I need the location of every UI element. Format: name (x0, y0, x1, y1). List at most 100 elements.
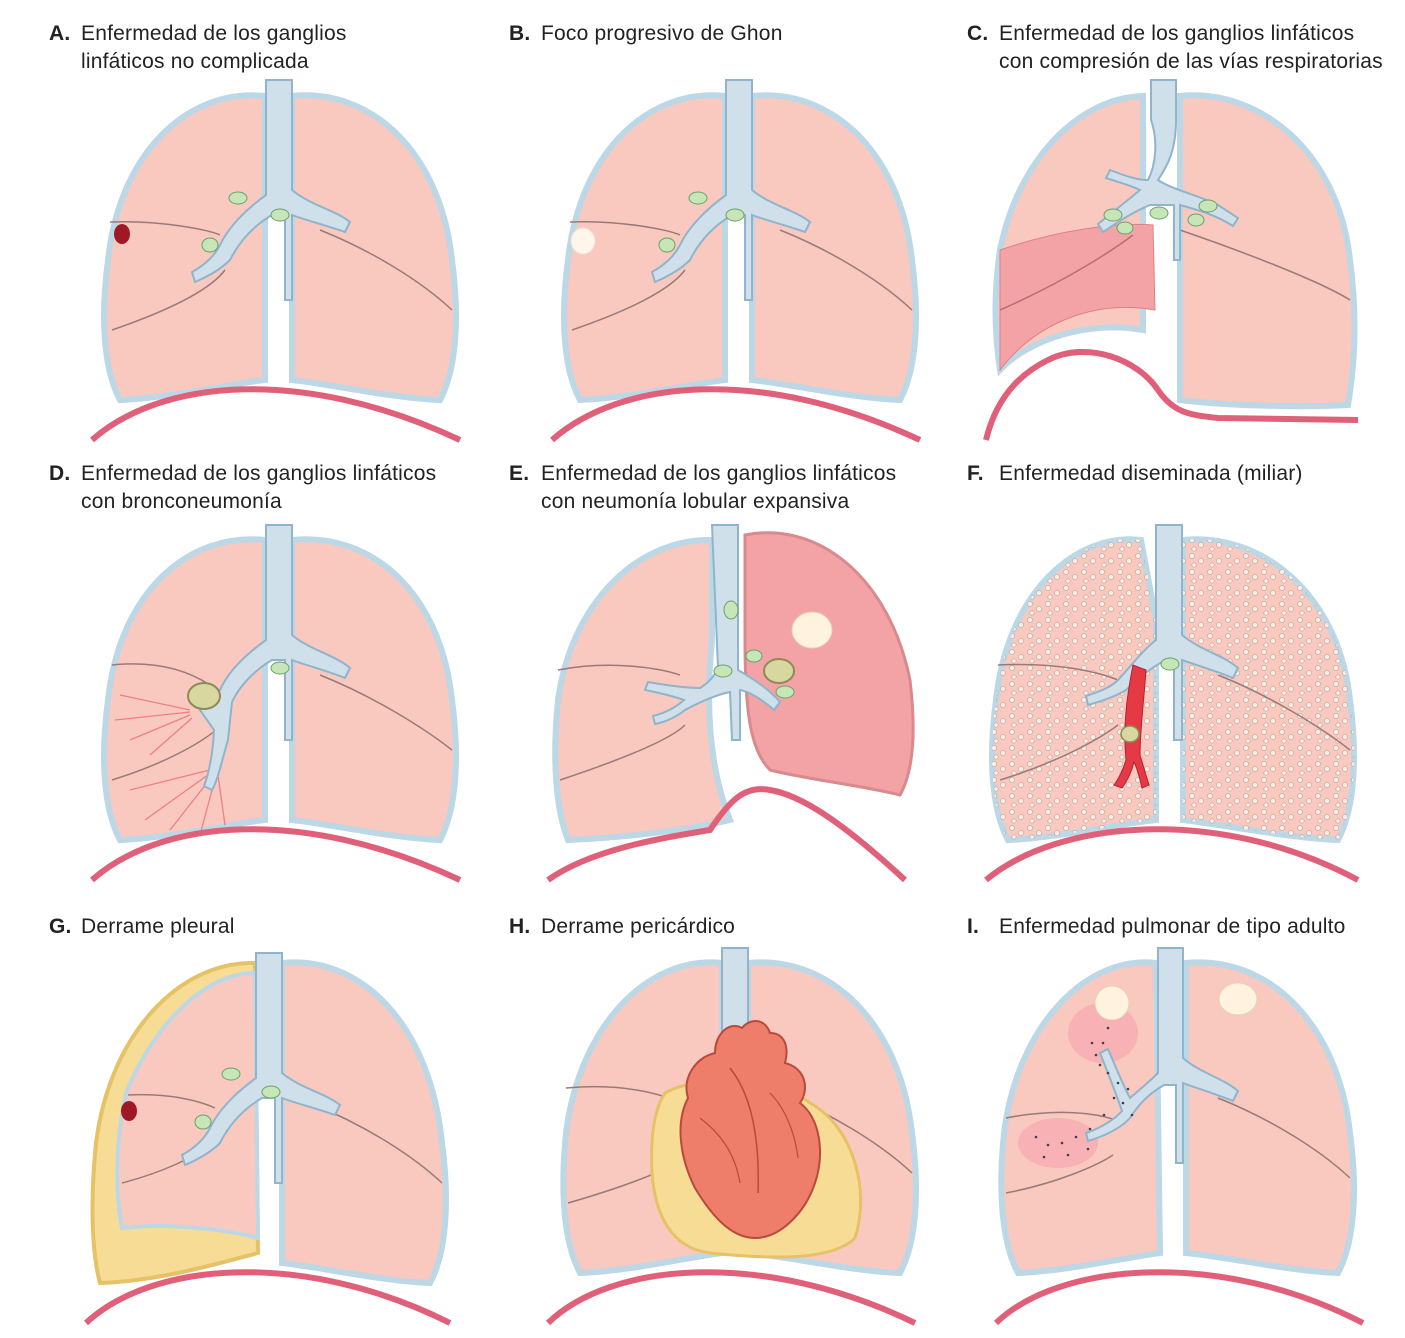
diaphragm (546, 786, 908, 883)
caption-line-1: Enfermedad pulmonar de tipo adulto (999, 915, 1346, 938)
caption-g: G. Derrame pleural (49, 913, 469, 941)
lymph-node-icon (1103, 208, 1123, 222)
panel-letter: C. (967, 22, 989, 45)
lymph-node-icon (658, 237, 676, 253)
lymph-node-icon (261, 1085, 281, 1099)
cavity (1218, 982, 1258, 1016)
diaphragm (550, 386, 922, 443)
lymph-node-icon (270, 661, 290, 675)
diaphragm (83, 1269, 452, 1326)
lymph-node-icon (725, 208, 745, 222)
diaphragm (993, 1269, 1365, 1326)
lungs-icon (989, 536, 1357, 844)
bronchogenic-spread (1034, 1026, 1134, 1159)
caption-line-1: Enfermedad de los ganglios linfáticos (999, 22, 1355, 45)
lymph-node-icon (745, 649, 763, 663)
panel-e: E. Enfermedad de los ganglios linfáticos… (460, 440, 920, 885)
caption-c: C. Enfermedad de los ganglios linfáticos… (967, 20, 1387, 76)
caption-line-1: Derrame pleural (81, 915, 235, 938)
trachea-icon (1096, 79, 1240, 261)
panel-h: H. Derrame pericárdico (460, 893, 920, 1338)
ghon-focus-icon (114, 224, 130, 244)
caption-line-2: con bronconeumonía (81, 490, 282, 513)
lungs-diagram-f (984, 524, 1360, 883)
lymph-node-icon (1198, 199, 1218, 213)
caseous-node (187, 682, 221, 710)
caption-h: H. Derrame pericárdico (509, 913, 929, 941)
lymph-node-icon (1187, 213, 1205, 227)
trachea-icon (650, 79, 812, 301)
trachea-icon (180, 952, 342, 1184)
heart-icon (679, 1020, 821, 1240)
caption-line-1: Enfermedad de los ganglios (81, 22, 347, 45)
caption-d: D. Enfermedad de los ganglios linfáticos… (49, 460, 469, 516)
panel-b: B. Foco progresivo de Ghon (460, 0, 922, 445)
lymph-node-icon (1116, 221, 1134, 235)
inflammation (1018, 1118, 1098, 1168)
panel-a: A. Enfermedad de los ganglios linfáticos… (0, 0, 462, 445)
diaphragm (984, 826, 1360, 883)
panel-letter: E. (509, 462, 530, 485)
caption-line-1: Enfermedad de los ganglios linfáticos (81, 462, 437, 485)
lungs-diagram-g (83, 952, 452, 1326)
diaphragm (545, 1269, 917, 1326)
caption-line-2: con neumonía lobular expansiva (541, 490, 850, 513)
caption-line-1: Enfermedad de los ganglios linfáticos (541, 462, 897, 485)
lymph-node-icon (713, 664, 733, 678)
lymph-node-icon (201, 237, 219, 253)
lungs-diagram-c (983, 79, 1359, 441)
panel-letter: H. (509, 915, 531, 938)
lungs-diagram-b (550, 79, 922, 443)
trachea-icon (1084, 947, 1240, 1164)
lungs-icon (552, 531, 915, 844)
caption-line-1: Foco progresivo de Ghon (541, 22, 783, 45)
ghon-focus-icon (570, 227, 596, 255)
panel-c: C. Enfermedad de los ganglios linfáticos… (918, 0, 1383, 445)
caption-line-2: con compresión de las vías respiratorias (999, 50, 1383, 73)
lymph-node-icon (221, 1067, 241, 1081)
lymph-node-icon (775, 685, 795, 699)
diaphragm (90, 386, 462, 443)
lymph-node-icon (1160, 657, 1180, 671)
ghon-focus-icon (121, 1101, 137, 1121)
panel-letter: A. (49, 22, 71, 45)
caption-b: B. Foco progresivo de Ghon (509, 20, 929, 48)
lymph-node-icon (1149, 206, 1169, 220)
trachea-icon (643, 524, 782, 741)
caption-line-2: linfáticos no complicada (81, 50, 309, 73)
lymph-node-icon (228, 191, 248, 205)
diaphragm (90, 826, 462, 883)
caption-e: E. Enfermedad de los ganglios linfáticos… (509, 460, 929, 516)
cavity (1094, 985, 1130, 1021)
panel-d: D. Enfermedad de los ganglios linfáticos… (0, 440, 462, 885)
lymph-node-icon (688, 191, 708, 205)
panel-letter: F. (967, 462, 984, 485)
panel-letter: I. (967, 915, 980, 938)
trachea-icon (190, 79, 352, 301)
panel-g: G. Derrame pleural (0, 893, 460, 1338)
lungs-diagram-i (993, 947, 1365, 1326)
panel-letter: B. (509, 22, 531, 45)
panel-letter: G. (49, 915, 72, 938)
lungs-icon (992, 92, 1358, 410)
lungs-icon (561, 92, 919, 404)
lymph-node-icon (723, 600, 739, 620)
caseous-node (763, 658, 795, 684)
panel-letter: D. (49, 462, 71, 485)
lungs-diagram-h (545, 947, 919, 1326)
panel-i: I. Enfermedad pulmonar de tipo adulto (918, 893, 1378, 1338)
lungs-diagram-d (90, 524, 462, 883)
caption-a: A. Enfermedad de los ganglios linfáticos… (49, 20, 469, 76)
lungs-diagram-e (546, 524, 915, 883)
lymph-node-icon (270, 208, 290, 222)
caption-line-1: Enfermedad diseminada (miliar) (999, 462, 1303, 485)
caption-i: I. Enfermedad pulmonar de tipo adulto (967, 913, 1387, 941)
caseous-node (1120, 725, 1140, 743)
lymph-node-icon (194, 1114, 212, 1130)
diaphragm (983, 349, 1359, 441)
lungs-icon (90, 959, 449, 1287)
caption-line-1: Derrame pericárdico (541, 915, 736, 938)
lungs-icon (101, 536, 459, 844)
lungs-icon (101, 92, 459, 404)
panel-f: F. Enfermedad diseminada (miliar) (918, 440, 1378, 885)
